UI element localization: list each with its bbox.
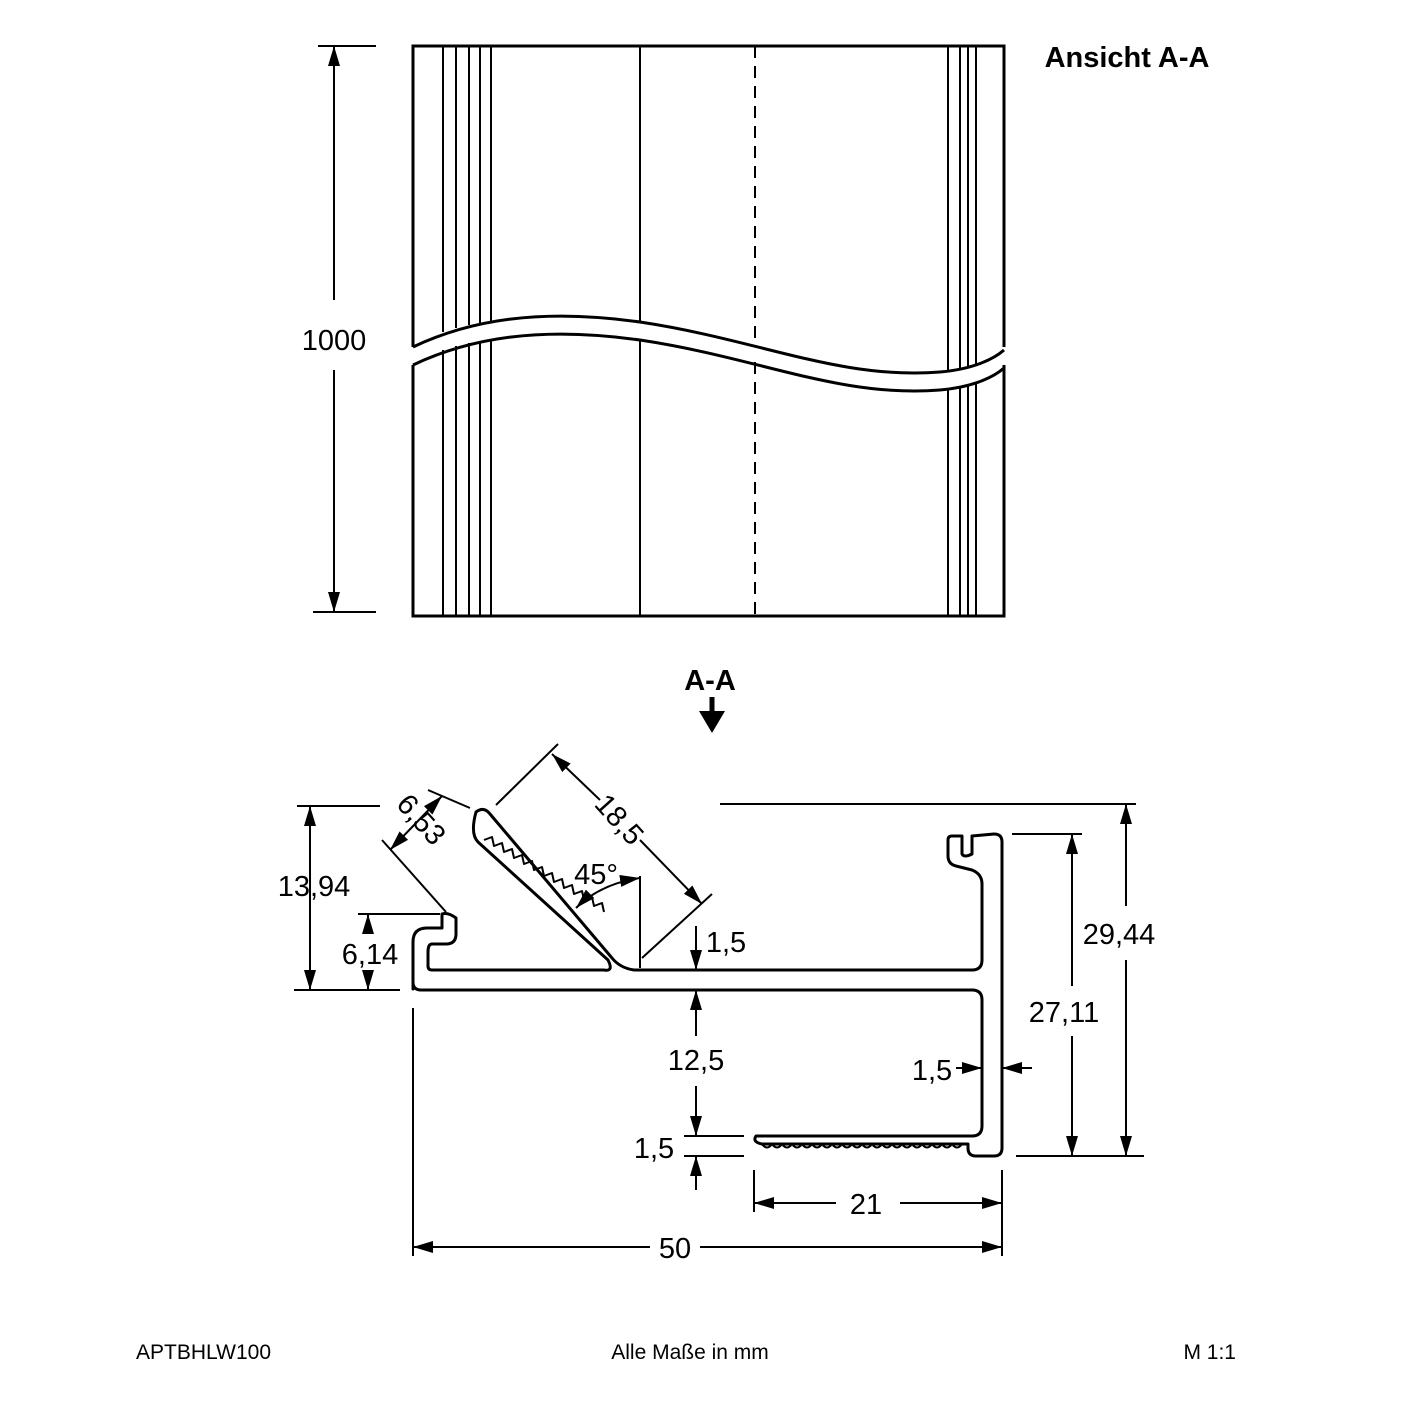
serration-bottom: [761, 1143, 963, 1149]
break-line-lower: [412, 332, 1005, 393]
dim-50: 50: [659, 1233, 691, 1265]
units-note: Alle Maße in mm: [611, 1341, 769, 1364]
dim-angle-45: 45°: [574, 859, 618, 891]
dim-13-94: 13,94: [278, 871, 351, 903]
view-outline-top: [411, 44, 1006, 347]
dim-29-44: 29,44: [1083, 919, 1156, 951]
profile-lines-lower: [442, 339, 977, 616]
view-outline-bottom: [411, 365, 1006, 618]
dim-1-5-side: 1,5: [912, 1055, 952, 1087]
length-label: 1000: [302, 325, 367, 357]
dim-1-5-top: 1,5: [706, 927, 746, 959]
dim-12-5: 12,5: [668, 1045, 724, 1077]
dim-6-53: 6,53: [390, 788, 452, 851]
profile-lines-upper: [442, 46, 977, 372]
dim-21: 21: [850, 1189, 882, 1221]
side-view: [313, 44, 1006, 618]
dim-27-11: 27,11: [1029, 997, 1099, 1029]
dimension-length: [313, 45, 376, 613]
profile-body: [411, 807, 1004, 1158]
dimension-lines: [294, 743, 1144, 1256]
section-marker-label: A-A: [684, 665, 736, 697]
view-title: Ansicht A-A: [1045, 42, 1210, 74]
part-number: APTBHLW100: [136, 1341, 271, 1364]
dim-1-5-bottom: 1,5: [634, 1133, 674, 1165]
cross-section: [411, 807, 1004, 1158]
break-line-upper: [412, 314, 1005, 375]
scale-label: M 1:1: [1183, 1341, 1236, 1364]
dim-6-14: 6,14: [342, 939, 398, 971]
section-arrow-icon: [699, 697, 725, 733]
